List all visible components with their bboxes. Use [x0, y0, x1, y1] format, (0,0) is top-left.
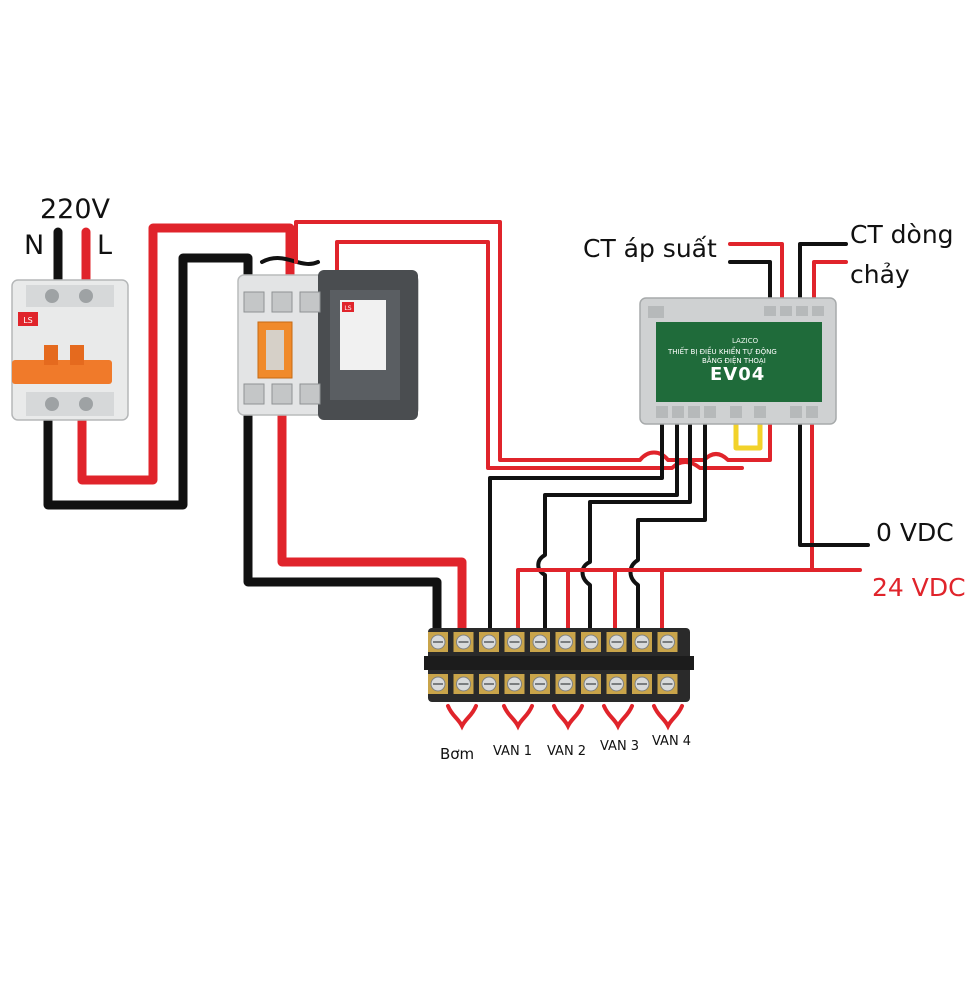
terminal-screw	[504, 632, 525, 652]
terminal-screw	[581, 632, 601, 652]
pump-output-fork	[446, 704, 478, 731]
pressure-sensor-label: CT áp suất	[583, 234, 717, 263]
pump-label: Bơm	[440, 745, 475, 763]
terminal-screw	[606, 632, 627, 652]
neutral-to-contactor-wire	[43, 253, 253, 510]
controller-title-line2: BẰNG ĐIỆN THOẠI	[702, 357, 766, 365]
yellow-jumper-wire	[733, 417, 763, 451]
valve3-label: VAN 3	[600, 739, 640, 754]
pump-neutral-wire	[243, 395, 442, 633]
valve2-label: VAN 2	[547, 744, 587, 759]
live-to-contactor-wire	[77, 223, 295, 485]
contactor: LS	[237, 270, 419, 420]
coil-to-controller-red-wire	[335, 240, 744, 470]
terminal-screw	[632, 632, 652, 652]
circuit-breaker: LS	[11, 279, 129, 421]
twentyfour-vdc-label: 24 VDC	[872, 573, 966, 602]
terminal-screw	[428, 632, 448, 652]
flow-sensor-black-wire	[798, 242, 848, 307]
coil-to-controller-red-wire-2	[294, 220, 772, 462]
wires	[43, 220, 870, 633]
terminal-screw	[504, 674, 525, 694]
controller-brand: LAZICO	[732, 337, 759, 345]
terminal-screw	[453, 632, 474, 652]
vdc0-wire	[798, 418, 870, 547]
flow-sensor-label-line2: chảy	[850, 260, 910, 289]
controller-model: EV04	[710, 364, 766, 385]
terminal-screw	[530, 674, 550, 694]
terminal-screw	[428, 674, 448, 694]
flow-sensor-red-wire	[812, 260, 848, 307]
terminal-screws	[428, 632, 678, 694]
common-black-wire	[488, 418, 664, 630]
terminal-screw	[530, 632, 550, 652]
terminal-block	[424, 620, 694, 706]
pressure-sensor-red-wire	[728, 242, 784, 307]
valve2-output-fork	[552, 704, 584, 731]
terminal-screw	[581, 674, 601, 694]
terminal-screw	[657, 632, 678, 652]
terminal-screw	[606, 674, 627, 694]
vdc24-bus-wire	[516, 568, 862, 630]
zero-vdc-label: 0 VDC	[876, 518, 954, 547]
pump-live-wire	[277, 410, 467, 633]
terminal-screw	[657, 674, 678, 694]
live-label: L	[97, 230, 113, 261]
valve3-output-fork	[602, 704, 634, 731]
terminal-screw	[479, 674, 499, 694]
valve4-label: VAN 4	[652, 734, 692, 749]
terminal-screw	[453, 674, 474, 694]
controller-ev04	[639, 297, 837, 425]
breaker-brand-logo: LS	[23, 316, 33, 325]
valve1-label: VAN 1	[493, 744, 533, 759]
terminal-screw	[555, 632, 576, 652]
pressure-sensor-black-wire	[728, 260, 772, 307]
supply-voltage-label: 220V	[40, 194, 111, 225]
contactor-brand-logo: LS	[344, 305, 351, 312]
coil-jumper-wire	[260, 256, 320, 266]
valve1-black-wire	[536, 418, 679, 630]
flow-sensor-label-line1: CT dòng	[850, 220, 954, 249]
valve4-output-fork	[652, 704, 684, 731]
terminal-screw	[479, 632, 499, 652]
breaker-toggle	[12, 360, 112, 384]
controller-title-line1: THIẾT BỊ ĐIỀU KHIỂN TỰ ĐỘNG	[668, 348, 777, 356]
terminal-screw	[632, 674, 652, 694]
neutral-label: N	[24, 230, 45, 261]
terminal-screw	[555, 674, 576, 694]
valve1-output-fork	[502, 704, 534, 731]
